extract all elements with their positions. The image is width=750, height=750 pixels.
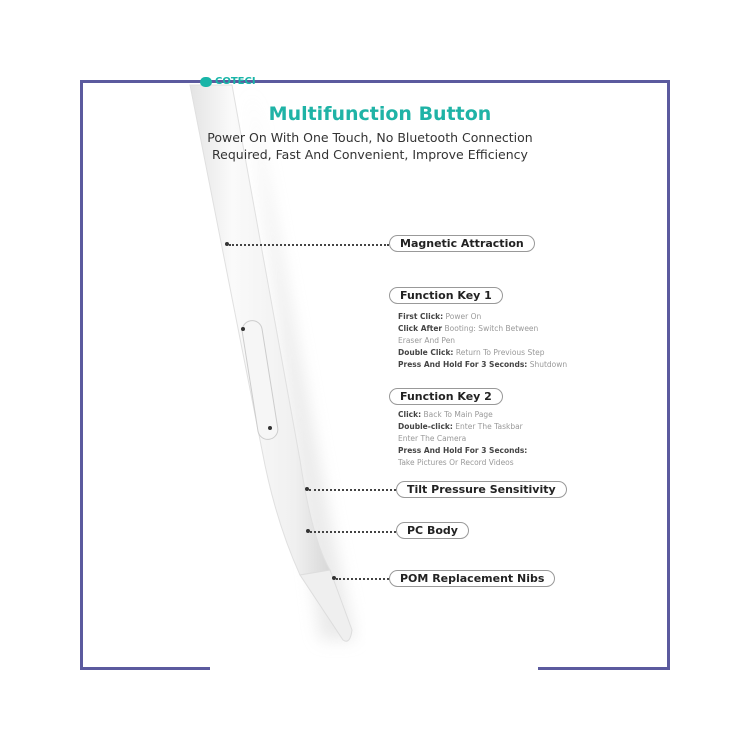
- desc-line: Press And Hold For 3 Seconds:: [398, 446, 528, 455]
- callout-dot: [268, 426, 272, 430]
- callout-dot: [332, 576, 336, 580]
- label-function-key-2: Function Key 2: [389, 388, 503, 405]
- desc-line: Click After Booting: Switch Between: [398, 324, 539, 333]
- callout-dot: [305, 487, 309, 491]
- function-key-1-description: First Click: Power On Click After Bootin…: [398, 311, 567, 371]
- desc-line: Double-click: Enter The Taskbar: [398, 422, 523, 431]
- function-key-icon: [241, 320, 279, 440]
- callout-dot: [306, 529, 310, 533]
- frame-right: [667, 80, 670, 670]
- desc-line: Double Click: Return To Previous Step: [398, 348, 545, 357]
- frame-left: [80, 80, 83, 670]
- frame-bottom-left: [80, 667, 210, 670]
- subtitle-line: Power On With One Touch, No Bluetooth Co…: [207, 130, 533, 145]
- subtitle-line: Required, Fast And Convenient, Improve E…: [212, 147, 528, 162]
- desc-line: First Click: Power On: [398, 312, 482, 321]
- desc-line: Eraser And Pen: [398, 336, 456, 345]
- frame-top: [80, 80, 670, 83]
- desc-line: Click: Back To Main Page: [398, 410, 493, 419]
- frame-bottom-right: [538, 667, 670, 670]
- brand-logo: COTECI: [200, 76, 256, 87]
- page-title: Multifunction Button: [0, 103, 750, 125]
- function-key-2-description: Click: Back To Main Page Double-click: E…: [398, 409, 527, 469]
- callout-line: [229, 244, 389, 246]
- callout-line: [310, 531, 396, 533]
- desc-line: Enter The Camera: [398, 434, 467, 443]
- callout-line: [309, 489, 396, 491]
- title-text: Multifunction Button: [268, 103, 492, 125]
- label-pom-nibs: POM Replacement Nibs: [389, 570, 556, 587]
- desc-line: Press And Hold For 3 Seconds: Shutdown: [398, 360, 568, 369]
- label-function-key-1: Function Key 1: [389, 287, 503, 304]
- callout-line: [336, 578, 389, 580]
- desc-line: Take Pictures Or Record Videos: [398, 458, 514, 467]
- callout-dot: [225, 242, 229, 246]
- logo-text: COTECI: [215, 76, 256, 87]
- label-pc-body: PC Body: [396, 522, 469, 539]
- subtitle: Power On With One Touch, No Bluetooth Co…: [190, 129, 550, 163]
- callout-dot: [241, 327, 245, 331]
- label-magnetic-attraction: Magnetic Attraction: [389, 235, 535, 252]
- label-tilt-pressure: Tilt Pressure Sensitivity: [396, 481, 567, 498]
